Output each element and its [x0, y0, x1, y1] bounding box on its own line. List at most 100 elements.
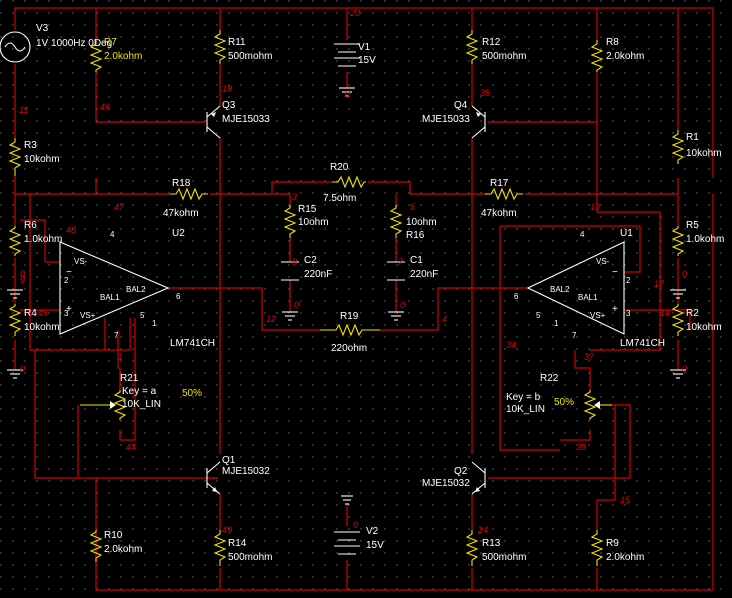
u1-pin1: 1: [554, 319, 559, 328]
node-label: 44: [126, 442, 136, 452]
r4-value: 10kohm: [24, 322, 60, 333]
resistor-r12[interactable]: R12 500mohm: [465, 30, 526, 64]
resistor-r18[interactable]: R18 47kohm: [163, 178, 208, 219]
node-label: 0: [682, 269, 687, 279]
u2-pin5: 5: [140, 311, 145, 320]
resistor-r5[interactable]: R5 1.0kohm: [671, 220, 724, 256]
ground-symbols: [7, 87, 686, 379]
u2-vs-plus: VS+: [80, 311, 96, 320]
v1-source[interactable]: V1 15V: [334, 42, 376, 67]
q1-ref: Q1: [222, 455, 236, 466]
resistor-r11[interactable]: R11 500mohm: [213, 30, 272, 64]
r10-ref: R10: [104, 530, 123, 541]
u2-bal2: BAL2: [126, 285, 146, 294]
resistor-r8[interactable]: R8 2.0kohm: [590, 37, 644, 72]
r18-ref: R18: [172, 178, 191, 189]
transistor-q4[interactable]: Q4 MJE15033: [422, 100, 486, 139]
resistor-r17[interactable]: R17 47kohm: [481, 178, 523, 219]
transistor-q3[interactable]: Q3 MJE15033: [206, 100, 270, 139]
r14-value: 500mohm: [228, 552, 272, 563]
node-label: 37: [584, 352, 595, 362]
v2-source[interactable]: V2 15V: [334, 495, 384, 555]
r6-ref: R6: [24, 220, 37, 231]
r4-ref: R4: [24, 308, 37, 319]
r15-value: 10ohm: [298, 217, 329, 228]
node-label: 14: [660, 308, 670, 318]
r9-value: 2.0kohm: [606, 552, 644, 563]
r8-ref: R8: [606, 37, 619, 48]
node-label: 7: [398, 257, 404, 267]
r13-value: 500mohm: [482, 552, 526, 563]
u1-bal1: BAL1: [578, 293, 598, 302]
resistor-r3[interactable]: R3 10kohm: [8, 138, 60, 176]
r22-ref: R22: [540, 373, 559, 384]
u2-pin2: 2: [64, 276, 69, 285]
resistor-r20[interactable]: R20 7.5ohm: [323, 162, 366, 204]
ground-icon: [339, 87, 355, 97]
u2-minus: −: [66, 267, 72, 278]
u2-pin6: 6: [176, 292, 181, 301]
u1-ref: U1: [620, 228, 633, 239]
resistor-r15[interactable]: R15 10ohm: [283, 204, 329, 238]
resistor-r6[interactable]: R6 1.0kohm: [8, 220, 62, 256]
q4-value: MJE15033: [422, 114, 470, 125]
r17-value: 47kohm: [481, 208, 517, 219]
r6-value: 1.0kohm: [24, 234, 62, 245]
v3-source[interactable]: V3 1V 1000Hz 0Deg: [0, 23, 112, 63]
r10-value: 2.0kohm: [104, 544, 142, 555]
resistor-r14[interactable]: R14 500mohm: [213, 530, 272, 566]
q3-ref: Q3: [222, 100, 236, 111]
node-label: 49: [222, 525, 232, 535]
node-label: 13: [590, 202, 600, 212]
node-label: 0: [682, 364, 687, 374]
resistor-r7[interactable]: R7 2.0kohm: [89, 37, 142, 72]
r7-ref: R7: [104, 37, 117, 48]
transistor-q2[interactable]: Q2 MJE15032: [422, 461, 486, 495]
r18-value: 47kohm: [163, 208, 199, 219]
c2-value: 220nF: [304, 269, 332, 280]
opamp-u1[interactable]: − + VS- VS+ BAL1 BAL2 U1 LM741CH 4 2 3 7…: [514, 228, 665, 349]
capacitor-c2[interactable]: C2 220nF: [281, 255, 332, 281]
resistor-r13[interactable]: R13 500mohm: [465, 530, 526, 566]
resistor-r9[interactable]: R9 2.0kohm: [590, 530, 644, 566]
resistor-r10[interactable]: R10 2.0kohm: [89, 530, 142, 562]
r11-ref: R11: [228, 37, 246, 48]
c1-ref: C1: [410, 255, 423, 266]
r3-ref: R3: [24, 140, 37, 151]
r14-ref: R14: [228, 538, 247, 549]
r21-key: Key = a: [122, 386, 157, 397]
resistor-r19[interactable]: R19 220ohm: [320, 311, 380, 354]
capacitor-c1[interactable]: C1 220nF: [387, 255, 438, 281]
r5-ref: R5: [686, 220, 699, 231]
node-label: 0: [400, 300, 405, 310]
r22-percent: 50%: [554, 397, 574, 408]
c1-value: 220nF: [410, 269, 438, 280]
node-label: 0: [345, 89, 350, 99]
r12-value: 500mohm: [482, 51, 526, 62]
node-label: 46: [100, 102, 110, 112]
opamp-u2[interactable]: − + VS- VS+ BAL1 BAL2 U2 LM741CH 4 2 3 7…: [59, 228, 215, 349]
resistor-r2[interactable]: R2 10kohm: [671, 304, 722, 336]
resistor-r16[interactable]: 10ohm R16: [389, 205, 437, 241]
ground-icon: [670, 289, 686, 299]
u2-pin3: 3: [64, 309, 69, 318]
r5-value: 1.0kohm: [686, 234, 724, 245]
transistor-q1[interactable]: Q1 MJE15032: [206, 455, 270, 495]
r21-percent: 50%: [182, 388, 202, 399]
node-label: 0: [20, 269, 25, 279]
resistor-r1[interactable]: R1 10kohm: [671, 130, 722, 164]
q1-value: MJE15032: [222, 466, 270, 477]
potentiometer-r21[interactable]: R21 Key = a 10K_LIN 50%: [80, 373, 202, 420]
node-label: 11: [19, 105, 28, 115]
potentiometer-r22[interactable]: R22 Key = b 10K_LIN 50%: [506, 373, 612, 420]
r7-value: 2.0kohm: [104, 51, 142, 62]
v1-ref: V1: [358, 42, 371, 53]
u1-pin6: 6: [514, 292, 519, 301]
node-label: 17: [654, 279, 665, 289]
r2-ref: R2: [686, 308, 699, 319]
u1-pin2: 2: [626, 276, 631, 285]
r1-value: 10kohm: [686, 148, 722, 159]
u1-pin3: 3: [626, 309, 631, 318]
resistor-r4[interactable]: R4 10kohm: [8, 304, 60, 336]
